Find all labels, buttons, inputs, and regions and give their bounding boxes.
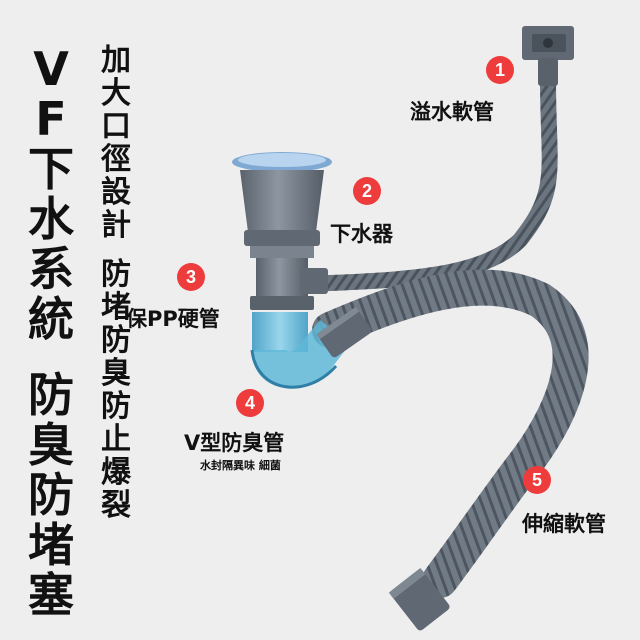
main-title-char: F (35, 92, 67, 146)
callout-label-pp-pipe: 保PP硬管 (126, 307, 220, 331)
callout-sublabel-v-trap: 水封隔異味 細菌 (200, 459, 281, 472)
callout-badge-3: 3 (177, 263, 205, 291)
callout-badge-1: 1 (486, 56, 514, 84)
callout-label-drain: 下水器 (330, 222, 393, 246)
main-title-char: 防 (28, 368, 74, 422)
sub-title-char: 加 (101, 43, 131, 78)
sub-title-char: 堵 (101, 290, 131, 325)
callout-label-overflow-hose: 溢水軟管 (410, 100, 494, 124)
overflow-hose (302, 26, 574, 292)
sub-title-gap (96, 242, 136, 258)
sub-title-char: 設 (101, 175, 131, 210)
telescopic-hose (312, 269, 589, 631)
main-title-char: 下 (28, 142, 74, 196)
drain-strainer (232, 152, 332, 310)
main-title-char: 水 (28, 192, 74, 246)
callout-label-v-trap: V型防臭管 (184, 431, 285, 455)
main-title-char: 塞 (28, 568, 74, 622)
main-title-char: V (33, 42, 69, 96)
v-trap-pipe (250, 306, 372, 389)
callout-label-telescopic-hose: 伸縮軟管 (522, 512, 606, 536)
sub-title-char: 臭 (101, 356, 131, 391)
sub-title-char: 防 (101, 323, 131, 358)
main-title-char: 防 (28, 468, 74, 522)
sub-title-char: 止 (101, 422, 131, 457)
sub-title-char: 計 (101, 208, 131, 243)
main-title-char: 系 (28, 242, 74, 296)
callout-badge-5: 5 (523, 466, 551, 494)
sub-title-char: 大 (101, 76, 131, 111)
sub-title-vertical: 加大口徑設計防堵防臭防止爆裂 (96, 44, 136, 522)
main-title-char: 統 (28, 292, 74, 346)
sub-title-char: 防 (101, 389, 131, 424)
callout-badge-4: 4 (236, 389, 264, 417)
main-title-char: 臭 (28, 418, 74, 472)
sub-title-char: 爆 (101, 455, 131, 490)
main-title-char: 堵 (28, 518, 74, 572)
sub-title-char: 裂 (101, 488, 131, 523)
sub-title-char: 防 (101, 257, 131, 292)
sub-title-char: 口 (101, 109, 131, 144)
callout-badge-2: 2 (353, 177, 381, 205)
sub-title-char: 徑 (101, 142, 131, 177)
